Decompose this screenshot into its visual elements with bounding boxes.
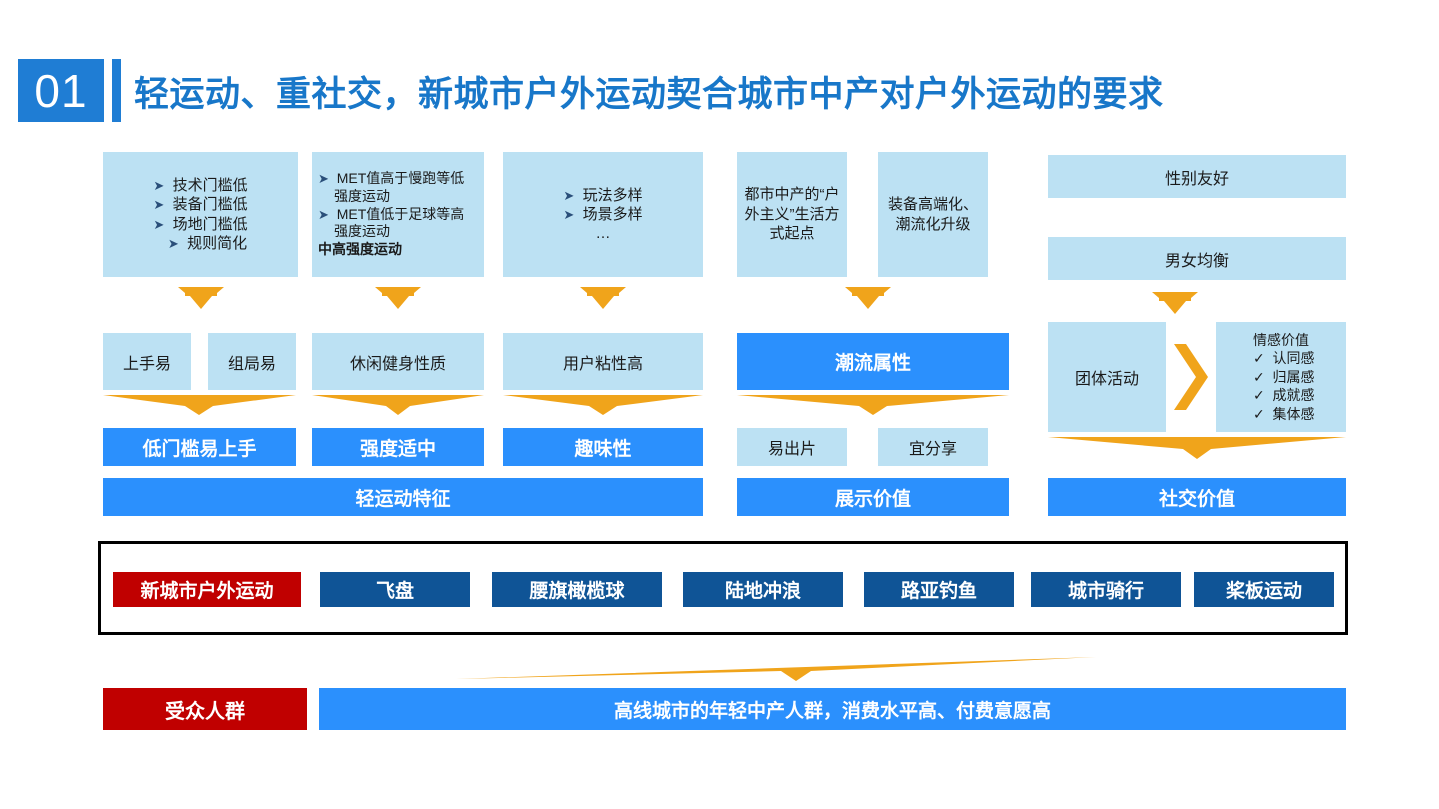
- list-item-label: 场地门槛低: [172, 215, 248, 233]
- tile-user-stickiness: 用户粘性高: [503, 333, 703, 390]
- list-item-label: 玩法多样: [582, 186, 643, 204]
- card-text: 装备高端化、潮流化升级: [887, 196, 978, 233]
- funnel-arrow-icon: [456, 657, 1096, 683]
- list-item: ➤ 装备门槛低: [153, 195, 247, 214]
- funnel-arrow-icon: [1048, 437, 1346, 461]
- list-item-label: 场景多样: [582, 205, 643, 223]
- card-emotional-value: 情感价值 ✓ 认同感 ✓ 归属感 ✓ 成就感 ✓ 集体感: [1216, 322, 1346, 432]
- summary-light-sport: 轻运动特征: [103, 478, 703, 516]
- title-accent-bar: [112, 59, 121, 122]
- tile-group-activity: 团体活动: [1048, 322, 1166, 432]
- list-item: ✓ 集体感: [1253, 405, 1315, 423]
- sport-tag-highlight[interactable]: 新城市户外运动: [113, 572, 301, 607]
- chevron-right-bullet-icon: ➤: [153, 197, 165, 213]
- list-item-label: MET值高于慢跑等低强度运动: [334, 169, 465, 204]
- tile-easy-start: 上手易: [103, 333, 191, 390]
- card-text: 男女均衡: [1164, 252, 1229, 270]
- list-item: ✓ 归属感: [1253, 368, 1315, 386]
- list-item: ➤ MET值高于慢跑等低强度运动: [318, 170, 478, 206]
- chevron-right-bullet-icon: ➤: [153, 178, 165, 194]
- list-item-label: 认同感: [1272, 350, 1315, 367]
- card-gender-balanced: 男女均衡: [1048, 237, 1346, 280]
- check-bullet-icon: ✓: [1253, 350, 1265, 367]
- sport-tag-land-surfing[interactable]: 陆地冲浪: [683, 572, 843, 607]
- summary-social-value: 社交价值: [1048, 478, 1346, 516]
- funnel-arrow-icon: [103, 395, 296, 417]
- page-title: 轻运动、重社交，新城市户外运动契合城市中产对户外运动的要求: [134, 74, 1164, 114]
- list-item-label: 集体感: [1272, 405, 1315, 422]
- list-item-label: 归属感: [1272, 368, 1315, 385]
- summary-display-value: 展示价值: [737, 478, 1009, 516]
- funnel-arrow-icon: [737, 395, 1009, 417]
- list-item: ➤ 场地门槛低: [153, 215, 247, 234]
- emphasis-label: 中高强度运动: [318, 241, 402, 258]
- list-item-label: 规则简化: [187, 234, 248, 252]
- sport-tag-paddleboard[interactable]: 桨板运动: [1194, 572, 1334, 607]
- chevron-right-icon: [1172, 344, 1210, 410]
- audience-label: 受众人群: [103, 688, 307, 730]
- bullet-list: ➤ MET值高于慢跑等低强度运动 ➤ MET值低于足球等高强度运动 中高强度运动: [312, 170, 484, 260]
- down-arrow-icon: [1152, 290, 1198, 315]
- result-fun: 趣味性: [503, 428, 703, 466]
- tile-trend-attribute: 潮流属性: [737, 333, 1009, 390]
- card-gender-friendly: 性别友好: [1048, 155, 1346, 198]
- list-item: ➤ 玩法多样: [563, 186, 642, 205]
- sport-tag-lure-fishing[interactable]: 路亚钓鱼: [864, 572, 1014, 607]
- list-item: ➤ MET值低于足球等高强度运动: [318, 206, 478, 242]
- chevron-right-bullet-icon: ➤: [563, 206, 575, 222]
- sport-tag-frisbee[interactable]: 飞盘: [320, 572, 470, 607]
- result-photogenic: 易出片: [737, 428, 847, 466]
- tile-easy-group: 组局易: [208, 333, 296, 390]
- result-moderate-intensity: 强度适中: [312, 428, 484, 466]
- list-item-label: 技术门槛低: [172, 177, 248, 195]
- list-item-label: MET值低于足球等高强度运动: [334, 205, 465, 240]
- down-arrow-icon: [375, 285, 421, 310]
- card-text: 都市中产的“户外主义”生活方式起点: [744, 186, 840, 243]
- list-item-label: 成就感: [1272, 387, 1315, 404]
- check-bullet-icon: ✓: [1253, 387, 1265, 404]
- feature-card-variety: ➤ 玩法多样 ➤ 场景多样 …: [503, 152, 703, 277]
- chevron-right-bullet-icon: ➤: [318, 206, 329, 222]
- chevron-right-bullet-icon: ➤: [153, 216, 165, 232]
- emotion-list: 情感价值 ✓ 认同感 ✓ 归属感 ✓ 成就感 ✓ 集体感: [1247, 331, 1315, 423]
- list-item: ➤ 规则简化: [153, 234, 247, 253]
- section-number-badge: 01: [18, 59, 104, 122]
- list-item: ➤ 场景多样: [563, 205, 642, 224]
- sport-tag-flag-football[interactable]: 腰旗橄榄球: [492, 572, 662, 607]
- chevron-right-bullet-icon: ➤: [563, 187, 575, 203]
- bullet-list: ➤ 技术门槛低 ➤ 装备门槛低 ➤ 场地门槛低 ➤ 规则简化: [147, 176, 253, 253]
- funnel-arrow-icon: [312, 395, 484, 417]
- emotion-heading: 情感价值: [1253, 331, 1309, 348]
- audience-description: 高线城市的年轻中产人群，消费水平高、付费意愿高: [319, 688, 1346, 730]
- list-item: …: [595, 225, 611, 243]
- funnel-arrow-icon: [503, 395, 703, 417]
- feature-card-thresholds: ➤ 技术门槛低 ➤ 装备门槛低 ➤ 场地门槛低 ➤ 规则简化: [103, 152, 298, 277]
- down-arrow-icon: [178, 285, 224, 310]
- card-text: 性别友好: [1164, 170, 1229, 188]
- list-item-label: 装备门槛低: [172, 196, 248, 214]
- sport-tag-city-cycling[interactable]: 城市骑行: [1031, 572, 1181, 607]
- result-low-threshold: 低门槛易上手: [103, 428, 296, 466]
- down-arrow-icon: [580, 285, 626, 310]
- chevron-right-bullet-icon: ➤: [318, 170, 329, 186]
- check-bullet-icon: ✓: [1253, 368, 1265, 385]
- chevron-right-bullet-icon: ➤: [167, 235, 179, 251]
- card-urban-middleclass: 都市中产的“户外主义”生活方式起点: [737, 152, 847, 277]
- feature-card-met: ➤ MET值高于慢跑等低强度运动 ➤ MET值低于足球等高强度运动 中高强度运动: [312, 152, 484, 277]
- check-bullet-icon: ✓: [1253, 405, 1265, 422]
- bullet-list: ➤ 玩法多样 ➤ 场景多样 …: [557, 186, 648, 244]
- list-item: ➤ 技术门槛低: [153, 176, 247, 195]
- tile-leisure-fitness: 休闲健身性质: [312, 333, 484, 390]
- list-item: ✓ 成就感: [1253, 386, 1315, 404]
- down-arrow-icon: [845, 285, 891, 310]
- result-shareable: 宜分享: [878, 428, 988, 466]
- list-item: ✓ 认同感: [1253, 349, 1315, 367]
- card-gear-upgrade: 装备高端化、潮流化升级: [878, 152, 988, 277]
